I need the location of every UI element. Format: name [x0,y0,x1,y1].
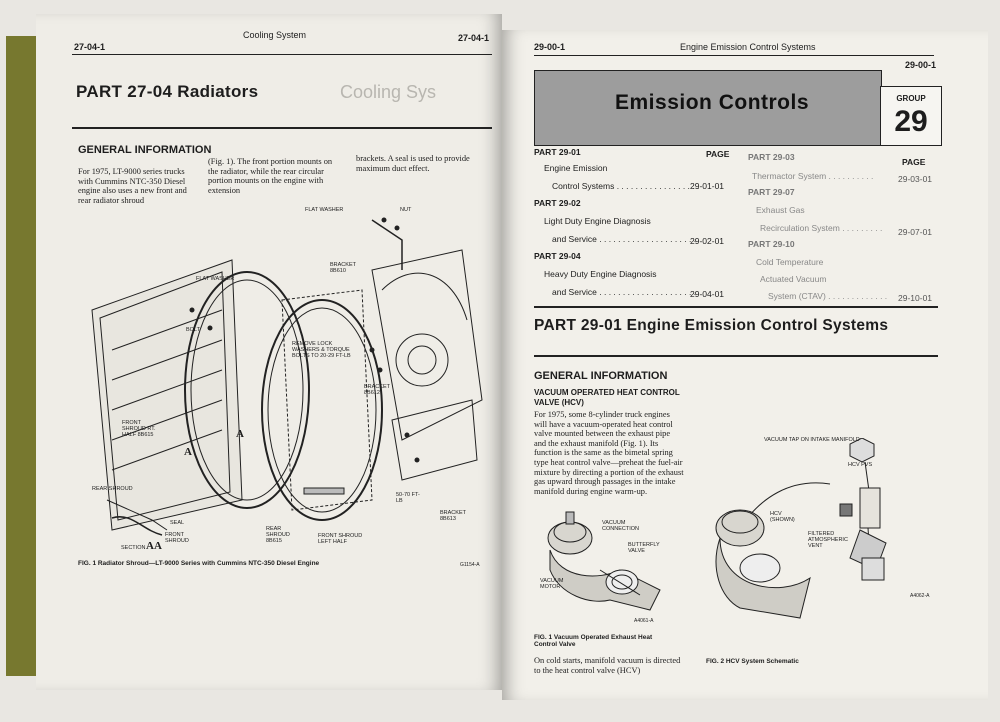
toc-item: Actuated Vacuum [760,274,827,284]
toc-item: Heavy Duty Engine Diagnosis [544,269,657,279]
label-hcv-pvs: HCV PVS [848,462,873,468]
right-body-continued: On cold starts, manifold vacuum is direc… [534,656,681,675]
left-page-number-right: 27-04-1 [458,33,490,43]
label-vacuum-tap: VACUUM TAP ON INTAKE MANIFOLD [764,437,860,443]
left-figure-caption: FIG. 1 Radiator Shroud—LT-9000 Series wi… [78,560,320,567]
toc-part-29-03: PART 29-03 [748,152,795,162]
label-bolt: BOLT [186,327,200,333]
label-bracket-8b612: BRACKET 8B612 [364,384,390,396]
toc-item: System (CTAV) . . . . . . . . . . . . . [768,291,888,301]
left-section-heading: GENERAL INFORMATION [78,144,212,156]
toc-page: 29-02-01 [690,236,725,246]
left-running-head: Cooling System [243,30,307,40]
toc-item: Thermactor System . . . . . . . . . . [752,171,874,181]
toc-part-29-04: PART 29-04 [534,251,581,261]
label-section-letters: AA [146,540,162,552]
figure-code-fig2: A4062-A [910,593,930,599]
toc-page: 29-07-01 [898,227,933,237]
label-rear-shroud-small: REAR SHROUD [92,486,133,492]
radiator-shroud-illustration [91,217,483,536]
label-bracket-8b613: BRACKET 8B613 [440,510,466,522]
right-running-head: Engine Emission Control Systems [680,42,816,52]
section-mark-a-2: A [236,428,244,440]
right-page-number: 29-00-1 [534,42,566,52]
toc-item: Cold Temperature [756,257,824,267]
toc-part-29-10: PART 29-10 [748,239,795,249]
toc-page: 29-04-01 [690,289,725,299]
label-nut: NUT [400,207,412,213]
toc-item: Control Systems . . . . . . . . . . . . … [552,181,700,191]
hcv-schematic-illustration [715,438,887,619]
label-remove-lock-washers: REMOVE LOCK WASHERS & TORQUE BOLTS TO 20… [292,341,351,359]
label-vacuum-connection: VACUUM CONNECTION [602,520,639,532]
right-body: For 1975, some 8-cylinder truck engines … [534,410,684,496]
emission-controls-banner: Emission Controls [534,70,882,146]
label-bracket-8b610: BRACKET 8B610 [330,262,356,274]
right-page-number-right: 29-00-1 [905,60,937,70]
toc-item: Light Duty Engine Diagnosis [544,216,651,226]
label-vacuum-motor: VACUUM MOTOR [540,578,564,590]
toc-item: Engine Emission [544,163,608,173]
banner-title: Emission Controls [615,91,810,114]
left-page-number: 27-04-1 [74,42,106,52]
label-butterfly-valve: BUTTERFLY VALVE [628,542,660,554]
book-spine [6,36,36,676]
label-flat-washer: FLAT WASHER [196,276,235,282]
right-section-heading: GENERAL INFORMATION [534,370,668,382]
toc-page: 29-10-01 [898,293,933,303]
right-title-rule [534,355,938,357]
right-sub-heading: VACUUM OPERATED HEAT CONTROL VALVE (HCV) [534,388,680,407]
toc-part-29-02: PART 29-02 [534,198,581,208]
label-flat-washer-top: FLAT WASHER [305,207,344,213]
label-front-shroud-small: FRONT SHROUD [165,532,189,544]
group-box: GROUP 29 [880,86,942,146]
right-fig1-caption: FIG. 1 Vacuum Operated Exhaust Heat Cont… [534,634,653,648]
left-header-rule [72,54,492,55]
toc-item: Recirculation System . . . . . . . . . [760,223,883,233]
right-fig2-caption: FIG. 2 HCV System Schematic [706,658,799,665]
label-rear-shroud-8b615: REAR SHROUD 8B615 [266,526,290,544]
hcv-valve-illustration [547,511,661,611]
left-title-rule [72,127,492,129]
toc-part-29-01: PART 29-01 [534,147,581,157]
label-section: SECTION [121,545,146,551]
label-seal: SEAL [170,520,185,526]
right-header-rule [534,55,934,56]
group-label: GROUP [896,94,926,103]
figure-code-left: G1154-A [460,562,480,568]
left-body-col2: (Fig. 1). The front portion mounts on th… [208,157,333,195]
label-front-shroud-left-half: FRONT SHROUD LEFT HALF [318,533,363,545]
left-body-col1: For 1975, LT-9000 series trucks with Cum… [78,167,187,205]
label-hcv-shown: HCV (SHOWN) [770,511,795,523]
left-part-title: PART 27-04 Radiators [76,82,259,101]
toc-item: Exhaust Gas [756,205,805,215]
right-part-title: PART 29-01 Engine Emission Control Syste… [534,317,889,334]
label-torque-50-70: 50-70 FT-LB [396,492,420,504]
toc-rule [534,306,938,308]
toc-part-29-07: PART 29-07 [748,187,795,197]
toc-page-header-right: PAGE [902,157,926,167]
group-number: 29 [894,105,928,138]
bleed-through-text: Cooling Sys [340,82,437,102]
toc-page: 29-01-01 [690,181,725,191]
figure-code-fig1: A4061-A [634,618,654,624]
section-mark-a-1: A [184,446,192,458]
toc-page: 29-03-01 [898,174,933,184]
toc-page-header-left: PAGE [706,149,730,159]
left-body-col3: brackets. A seal is used to provide maxi… [356,154,470,173]
toc-item: and Service . . . . . . . . . . . . . . … [552,287,697,297]
label-filtered-vent: FILTERED ATMOSPHERIC VENT [808,531,848,549]
label-front-shroud-rt-half: FRONT SHROUD RT. HALF 8B615 [122,420,156,438]
toc-item: and Service . . . . . . . . . . . . . . … [552,234,697,244]
